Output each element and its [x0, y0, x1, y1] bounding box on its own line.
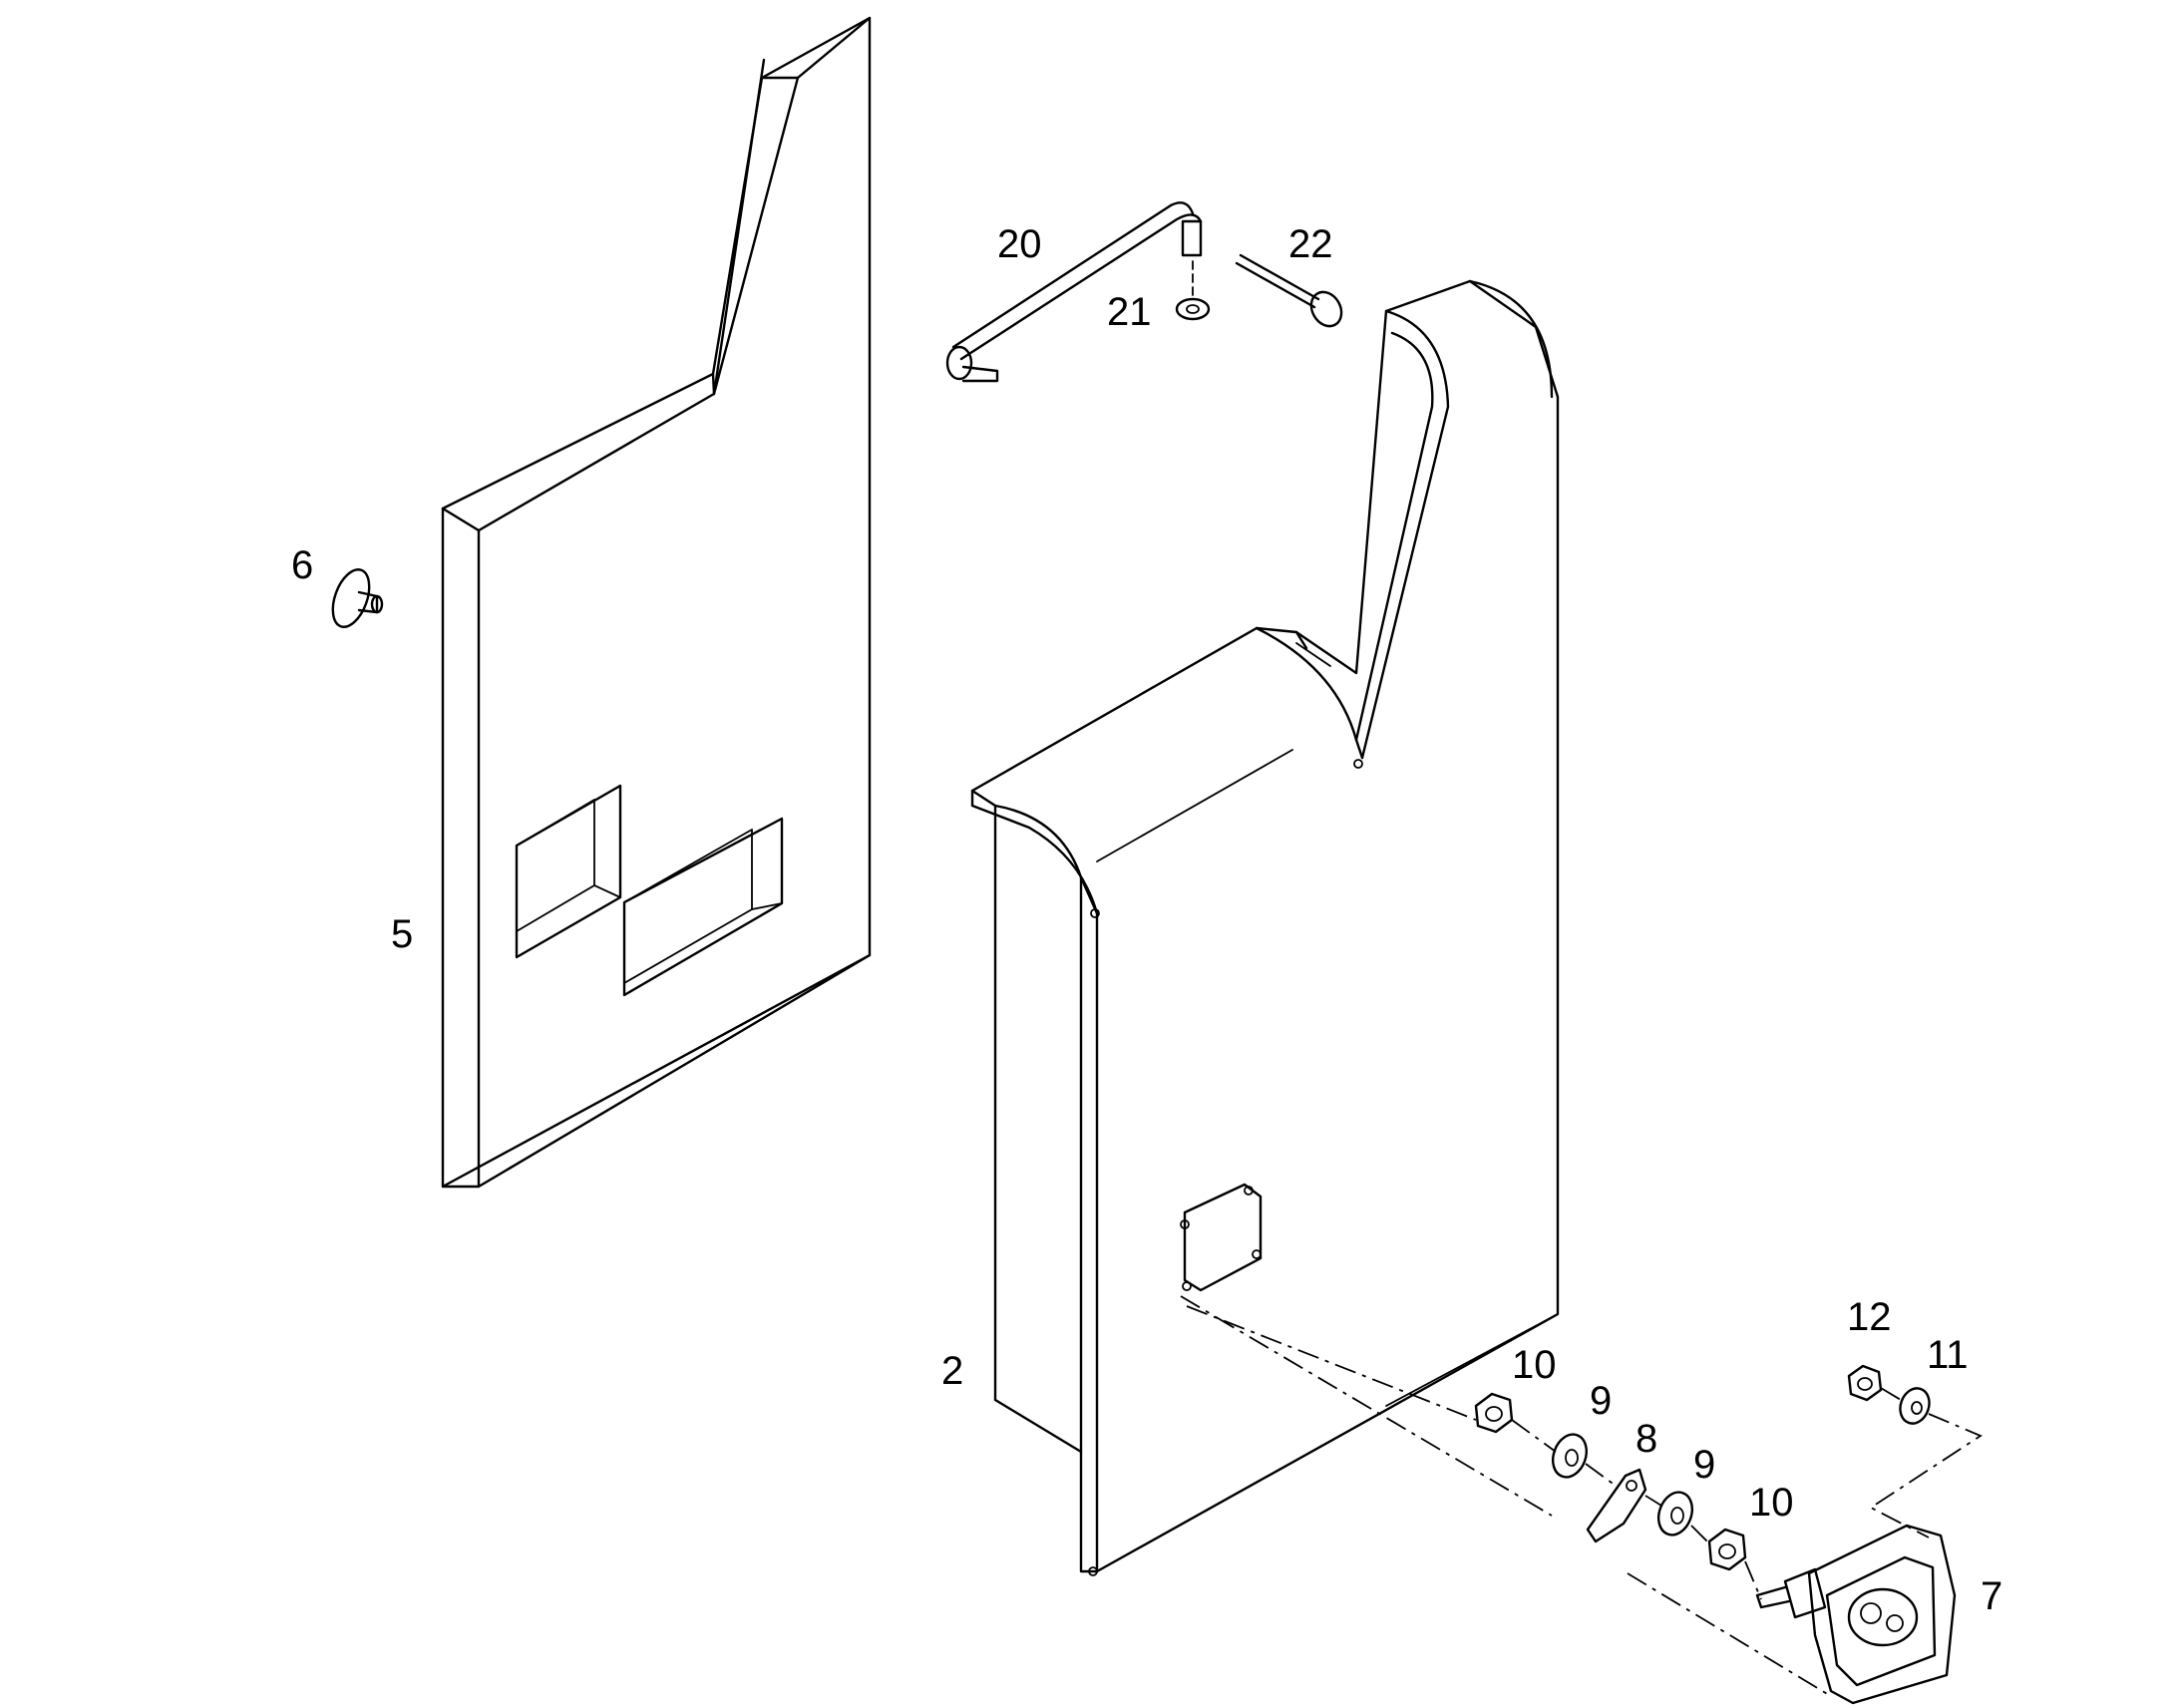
cotter-pin-part-22 [1235, 253, 1343, 328]
callout-6: 6 [291, 543, 313, 587]
assembly-lines [1180, 1295, 1983, 1696]
nut-part-10-lower [1707, 1528, 1747, 1571]
callout-8: 8 [1635, 1417, 1657, 1461]
callout-9-lower: 9 [1693, 1443, 1715, 1487]
callout-10-upper: 10 [1512, 1343, 1557, 1387]
washer-part-11 [1899, 1387, 1931, 1425]
washer-part-9-upper [1551, 1433, 1589, 1479]
callout-10-lower: 10 [1749, 1481, 1794, 1525]
callout-22: 22 [1288, 222, 1333, 266]
cam-part-8 [1586, 1468, 1647, 1543]
callout-12: 12 [1847, 1295, 1892, 1339]
rod-part-20 [945, 201, 1203, 383]
panel-part-5 [441, 16, 872, 1189]
latch-part-7 [1755, 1524, 1957, 1705]
callout-9-upper: 9 [1590, 1379, 1612, 1423]
callout-5: 5 [391, 912, 413, 956]
nut-part-12 [1847, 1364, 1883, 1402]
callout-11: 11 [1927, 1333, 1969, 1377]
callout-20: 20 [997, 222, 1042, 266]
callout-21: 21 [1107, 290, 1152, 334]
washer-part-21 [1175, 260, 1211, 321]
pin-part-6 [331, 568, 384, 628]
callout-7: 7 [1981, 1574, 2002, 1618]
washer-part-9-lower [1656, 1491, 1694, 1537]
callout-2: 2 [941, 1349, 963, 1393]
callout-labels: 2 5 6 7 8 9 9 10 10 11 12 20 21 22 [291, 222, 2002, 1618]
housing-part-2 [970, 279, 1560, 1576]
nut-part-10-upper [1474, 1392, 1514, 1434]
